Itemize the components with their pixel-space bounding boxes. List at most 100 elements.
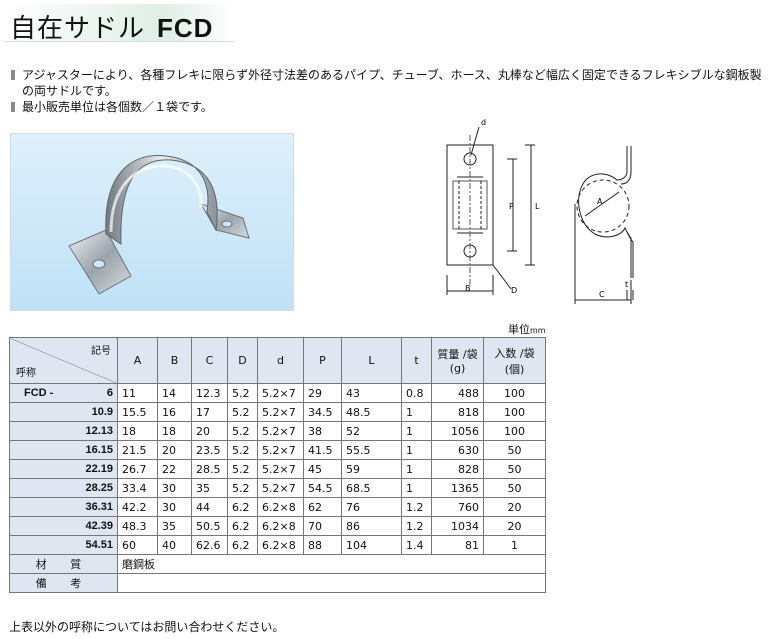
header-col-qty: 入数 /袋 (個): [483, 337, 546, 384]
table-cell: 1365: [431, 478, 484, 498]
description-list: アジャスターにより、各種フレキに限らず外径寸法差のあるパイプ、チューブ、ホース、…: [10, 67, 768, 115]
dim-label-p: P: [509, 202, 514, 211]
dim-label-t: t: [625, 280, 628, 289]
table-cell: 86: [341, 516, 402, 536]
dim-label-a: A: [597, 197, 603, 206]
table-cell: 40: [157, 535, 192, 555]
row-name-text: 12.13: [85, 425, 113, 437]
description-bullet: アジャスターにより、各種フレキに限らず外径寸法差のあるパイプ、チューブ、ホース、…: [10, 67, 768, 99]
header-col-mass: 質量 /袋 (g): [431, 337, 484, 384]
table-cell: 21.5: [117, 440, 158, 460]
description-bullet: 最小販売単位は各個数／１袋です。: [10, 99, 768, 115]
table-cell: 6.2: [227, 497, 258, 517]
header-col-a: A: [117, 337, 158, 384]
row-name: 54.51: [9, 535, 118, 555]
table-cell: 22: [157, 459, 192, 479]
table-cell: 60: [117, 535, 158, 555]
table-cell: 11: [117, 383, 158, 403]
table-cell: 50: [483, 459, 546, 479]
header-col-c: C: [191, 337, 228, 384]
material-value: 磨鋼板: [117, 554, 546, 574]
table-cell: 6.2×8: [257, 516, 304, 536]
row-name: 28.25: [9, 478, 118, 498]
remarks-value: [117, 573, 546, 593]
table-cell: 828: [431, 459, 484, 479]
table-cell: 5.2×7: [257, 459, 304, 479]
dim-label-c: C: [599, 290, 605, 299]
table-cell: 100: [483, 421, 546, 441]
unit-suffix: mm: [530, 326, 546, 335]
table-cell: 70: [303, 516, 342, 536]
header-col-b: B: [157, 337, 192, 384]
table-cell: 20: [483, 516, 546, 536]
table-cell: 50: [483, 478, 546, 498]
table-cell: 5.2×7: [257, 421, 304, 441]
row-name: 36.31: [9, 497, 118, 517]
table-cell: 5.2: [227, 478, 258, 498]
table-cell: 488: [431, 383, 484, 403]
table-cell: 1034: [431, 516, 484, 536]
table-cell: 44: [191, 497, 228, 517]
table-cell: 1056: [431, 421, 484, 441]
table-cell: 630: [431, 440, 484, 460]
table-cell: 1: [483, 535, 546, 555]
table-cell: 20: [483, 497, 546, 517]
table-cell: 5.2: [227, 459, 258, 479]
table-cell: 18: [157, 421, 192, 441]
dim-label-d: d: [481, 118, 486, 127]
material-label: 材 質: [9, 554, 118, 574]
table-cell: 1: [401, 402, 432, 422]
front-view-drawing: d P L B D: [446, 118, 540, 295]
table-cell: 76: [341, 497, 402, 517]
table-cell: 5.2×7: [257, 402, 304, 422]
table-cell: 14: [157, 383, 192, 403]
table-cell: 1.2: [401, 497, 432, 517]
table-cell: 12.3: [191, 383, 228, 403]
table-cell: 68.5: [341, 478, 402, 498]
table-cell: 50: [483, 440, 546, 460]
product-photo: [10, 133, 294, 311]
remarks-label: 備 考: [9, 573, 118, 593]
header-name-label: 呼称: [16, 368, 36, 379]
table-cell: 41.5: [303, 440, 342, 460]
table-cell: 50.5: [191, 516, 228, 536]
table-cell: 30: [157, 497, 192, 517]
table-cell: 34.5: [303, 402, 342, 422]
table-cell: 48.3: [117, 516, 158, 536]
material-row: 材 質 磨鋼板: [9, 554, 546, 574]
table-cell: 62: [303, 497, 342, 517]
table-cell: 43: [341, 383, 402, 403]
table-cell: 100: [483, 383, 546, 403]
table-cell: 6.2: [227, 516, 258, 536]
table-cell: 6.2×8: [257, 535, 304, 555]
table-cell: 5.2: [227, 383, 258, 403]
row-prefix: FCD -: [24, 387, 54, 399]
header-corner: 記号 呼称: [9, 337, 118, 384]
table-cell: 35: [191, 478, 228, 498]
table-cell: 20: [157, 440, 192, 460]
table-cell: 81: [431, 535, 484, 555]
table-header-row: 記号 呼称 A B C D d P L t 質量 /袋 (g) 入数 /袋 (個…: [9, 337, 546, 384]
row-name: 42.39: [9, 516, 118, 536]
header-col-p: P: [303, 337, 342, 384]
table-cell: 62.6: [191, 535, 228, 555]
table-cell: 1: [401, 440, 432, 460]
side-view-drawing: A C t: [574, 146, 634, 304]
table-cell: 1: [401, 478, 432, 498]
row-name-text: 36.31: [85, 501, 113, 513]
table-cell: 38: [303, 421, 342, 441]
header-col-t: t: [401, 337, 432, 384]
dim-label-d-upper: D: [511, 286, 517, 295]
header-symbol-label: 記号: [91, 346, 111, 357]
table-cell: 33.4: [117, 478, 158, 498]
table-cell: 23.5: [191, 440, 228, 460]
unit-text: 単位: [508, 323, 530, 336]
footnote: 上表以外の呼称についてはお問い合わせください。: [9, 620, 285, 634]
product-model: FCD: [157, 13, 214, 43]
